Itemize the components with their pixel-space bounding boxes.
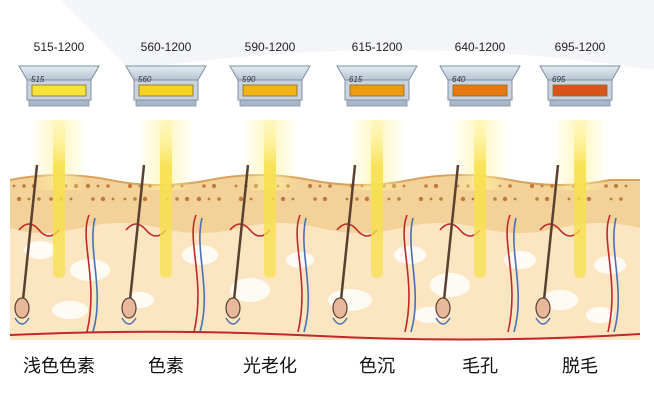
indication-caption: 脱毛 xyxy=(562,356,598,377)
hair-shaft xyxy=(339,164,357,301)
hair-shaft xyxy=(442,164,460,301)
filter-base xyxy=(449,99,511,107)
filter-code-label: 560 xyxy=(138,75,152,84)
background-swoosh xyxy=(60,0,654,70)
hair-bulb xyxy=(535,297,551,319)
light-beam xyxy=(474,118,486,278)
bottom-vessel xyxy=(9,330,641,341)
filter-code-label: 590 xyxy=(242,75,256,84)
fat-cells xyxy=(24,241,626,323)
light-beam xyxy=(264,118,276,278)
indication-caption: 毛孔 xyxy=(462,356,498,377)
indication-caption: 光老化 xyxy=(243,356,297,377)
follicle-vessel xyxy=(535,317,551,325)
follicle-vessel xyxy=(435,317,451,325)
wavelength-range-label: 560-1200 xyxy=(140,40,192,54)
light-beam xyxy=(574,118,586,278)
follicle-vessel xyxy=(14,317,30,325)
hair-bulb xyxy=(332,297,348,319)
filter-column xyxy=(535,65,621,325)
indication-caption: 浅色色素 xyxy=(23,356,95,377)
hair-bulb xyxy=(225,297,241,319)
filter-base xyxy=(346,99,408,107)
indication-caption: 色素 xyxy=(148,356,184,377)
filter-column xyxy=(435,65,521,325)
light-beam xyxy=(160,118,172,278)
filter-code-label: 695 xyxy=(552,75,566,84)
filter-base xyxy=(135,99,197,107)
hair-shaft xyxy=(232,164,250,301)
hair-shaft xyxy=(542,164,560,301)
wavelength-range-label: 615-1200 xyxy=(351,40,403,54)
filter-column xyxy=(121,65,207,325)
filter-crystal xyxy=(138,84,194,97)
hair-bulb xyxy=(121,297,137,319)
filter-crystal xyxy=(349,84,405,97)
hair-shaft xyxy=(21,164,39,301)
filter-code-label: 515 xyxy=(31,75,45,84)
filter-crystal xyxy=(31,84,87,97)
filter-column xyxy=(14,65,100,325)
filter-column xyxy=(225,65,311,325)
filter-base xyxy=(549,99,611,107)
hair-bulb xyxy=(14,297,30,319)
hair-shaft xyxy=(128,164,146,301)
wavelength-range-label: 640-1200 xyxy=(454,40,506,54)
follicle-vessel xyxy=(332,317,348,325)
filter-base xyxy=(239,99,301,107)
indication-caption: 色沉 xyxy=(359,356,395,377)
skin-surface-line xyxy=(9,174,640,186)
filter-code-label: 615 xyxy=(349,75,363,84)
filter-crystal xyxy=(242,84,298,97)
wavelength-range-label: 695-1200 xyxy=(554,40,606,54)
wavelength-range-label: 590-1200 xyxy=(244,40,296,54)
filter-code-label: 640 xyxy=(452,75,466,84)
filter-crystal xyxy=(552,84,608,97)
hair-bulb xyxy=(435,297,451,319)
filter-columns xyxy=(14,65,621,325)
follicle-vessel xyxy=(121,317,137,325)
light-beam xyxy=(53,118,65,278)
filter-crystal xyxy=(452,84,508,97)
light-beam xyxy=(371,118,383,278)
wavelength-range-label: 515-1200 xyxy=(33,40,85,54)
filter-column xyxy=(332,65,418,325)
filter-base xyxy=(28,99,90,107)
follicle-vessel xyxy=(225,317,241,325)
